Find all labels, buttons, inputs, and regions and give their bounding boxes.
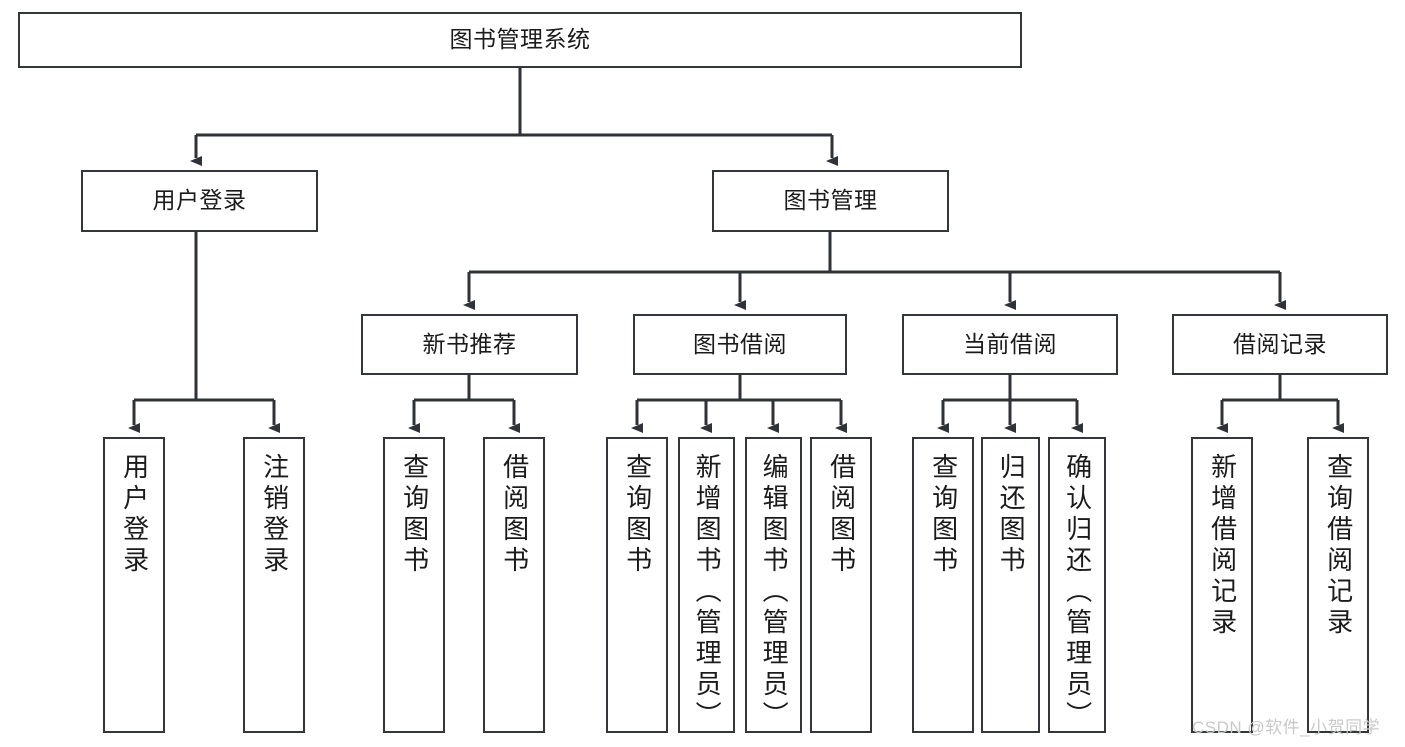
node-label: 新增图书（管理员） (692, 453, 723, 732)
node-root-system[interactable]: 图书管理系统 (18, 12, 1022, 68)
leaf-current-query-book[interactable]: 查询图书 (912, 437, 974, 733)
node-label: 查询图书 (622, 453, 653, 577)
leaf-recommend-borrow-book[interactable]: 借阅图书 (483, 437, 545, 733)
leaf-borrow-borrow-book[interactable]: 借阅图书 (810, 437, 872, 733)
node-label: 图书管理 (783, 187, 878, 214)
node-label: 新书推荐 (422, 330, 517, 357)
leaf-borrow-edit-book-admin[interactable]: 编辑图书（管理员） (745, 437, 802, 733)
leaf-user-login-login[interactable]: 用户登录 (103, 437, 165, 733)
node-label: 新增借阅记录 (1207, 453, 1238, 639)
node-label: 借阅记录 (1233, 330, 1327, 357)
node-label: 借阅图书 (499, 453, 530, 577)
node-label: 查询图书 (399, 453, 430, 577)
leaf-current-return-book[interactable]: 归还图书 (981, 437, 1040, 733)
node-label: 查询图书 (928, 453, 959, 577)
node-label: 当前借阅 (963, 330, 1057, 357)
node-label: 借阅图书 (826, 453, 857, 577)
node-label: 确认归还（管理员） (1062, 453, 1093, 732)
csdn-watermark: CSDN @软件_小贺同学 (1192, 718, 1381, 737)
leaf-borrow-add-book-admin[interactable]: 新增图书（管理员） (678, 437, 735, 733)
node-label: 归还图书 (996, 453, 1027, 577)
node-new-book-recommend[interactable]: 新书推荐 (361, 314, 578, 375)
leaf-record-query-record[interactable]: 查询借阅记录 (1307, 437, 1369, 733)
leaf-record-add-record[interactable]: 新增借阅记录 (1191, 437, 1253, 733)
node-book-management[interactable]: 图书管理 (712, 170, 949, 232)
node-book-borrow[interactable]: 图书借阅 (633, 314, 847, 375)
leaf-recommend-query-book[interactable]: 查询图书 (383, 437, 445, 733)
node-label: 图书管理系统 (449, 26, 591, 53)
node-label: 查询借阅记录 (1323, 453, 1354, 639)
node-label: 用户登录 (152, 187, 247, 214)
node-label: 用户登录 (119, 453, 150, 577)
leaf-user-login-logout[interactable]: 注销登录 (243, 437, 305, 733)
node-label: 图书借阅 (693, 330, 787, 357)
node-borrow-record[interactable]: 借阅记录 (1172, 314, 1388, 375)
node-user-login[interactable]: 用户登录 (81, 170, 318, 232)
leaf-borrow-query-book[interactable]: 查询图书 (606, 437, 668, 733)
leaf-current-confirm-return-admin[interactable]: 确认归还（管理员） (1048, 437, 1106, 733)
node-current-borrow[interactable]: 当前借阅 (902, 314, 1118, 375)
node-label: 编辑图书（管理员） (759, 453, 790, 732)
node-label: 注销登录 (259, 453, 290, 577)
